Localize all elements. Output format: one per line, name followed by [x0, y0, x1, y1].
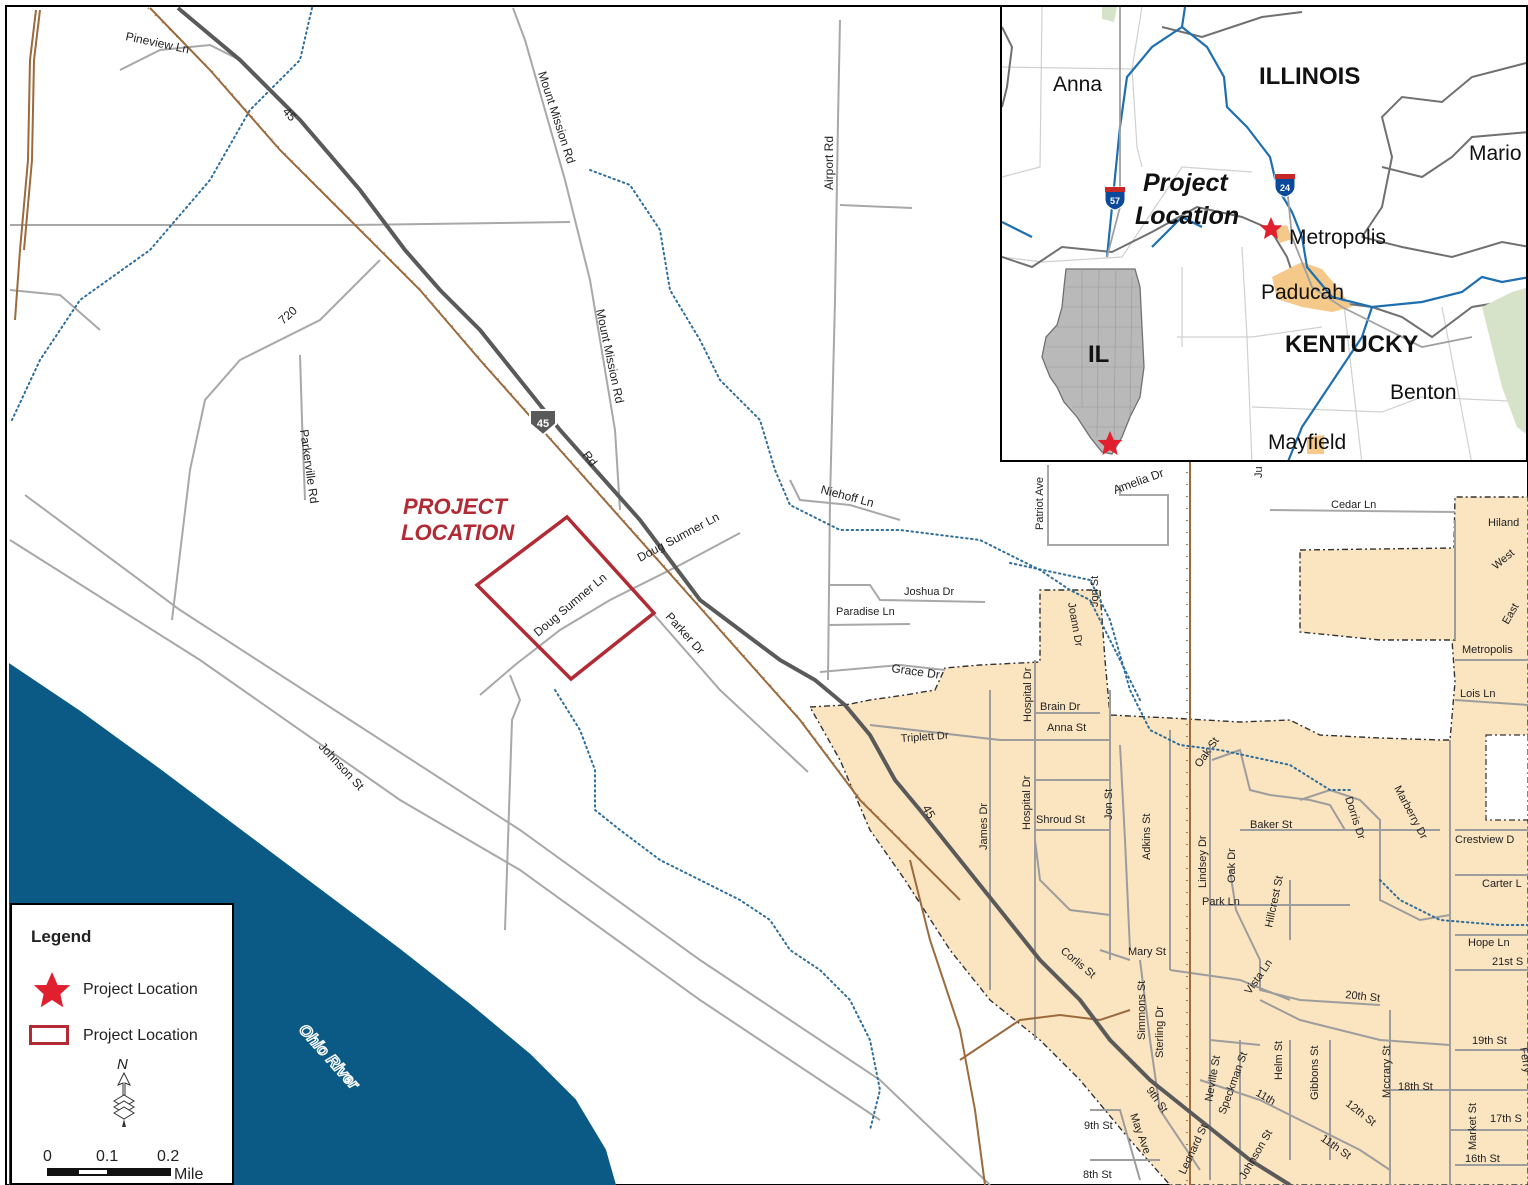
inset-label-project-line1: Project — [1143, 169, 1229, 197]
scale-tick-1: 0.1 — [96, 1148, 118, 1165]
label-19th-st: 19th St — [1472, 1035, 1507, 1047]
us-45-shield-number: 45 — [537, 418, 549, 430]
project-location-label-line2: LOCATION — [401, 520, 515, 545]
north-arrow-icon: N — [113, 1056, 135, 1127]
label-jon-st-2: Jon St — [1103, 789, 1115, 820]
legend-item-rectangle-label: Project Location — [83, 1027, 198, 1044]
streams — [11, 7, 1528, 1131]
label-lois-ln: Lois Ln — [1460, 688, 1495, 700]
scale-tick-2: 0.2 — [157, 1148, 179, 1165]
label-lindsey-dr: Lindsey Dr — [1197, 835, 1209, 888]
label-ju: Ju — [1253, 466, 1265, 478]
inset-label-illinois: ILLINOIS — [1259, 63, 1360, 90]
inset-map: 57 24 ILLINOIS KENTUCKY Anna Mario Proje… — [1000, 5, 1528, 462]
inset-green-area-2 — [1102, 7, 1117, 22]
inset-mayfield-urban — [1307, 435, 1324, 454]
label-grace-dr: Grace Dr — [891, 661, 941, 682]
inset-label-project-line2: Location — [1135, 202, 1239, 230]
label-helm-st: Helm St — [1273, 1041, 1285, 1080]
label-hope-ln: Hope Ln — [1468, 937, 1510, 949]
inset-label-metropolis: Metropolis — [1289, 226, 1386, 249]
illinois-state-outline — [1041, 268, 1145, 455]
inset-label-marion: Mario — [1469, 142, 1522, 165]
label-paradise-ln: Paradise Ln — [836, 606, 895, 618]
label-metropolis-st: Metropolis — [1462, 644, 1513, 656]
inset-green-area — [1482, 288, 1526, 434]
label-17th-st: 17th S — [1490, 1113, 1522, 1125]
project-location-boundary — [474, 514, 657, 682]
label-park-ln: Park Ln — [1202, 896, 1240, 908]
illinois-county-grid — [1044, 268, 1144, 448]
label-sterling-dr: Sterling Dr — [1154, 1006, 1166, 1058]
label-cedar-ln: Cedar Ln — [1331, 499, 1376, 511]
label-mary-st: Mary St — [1128, 946, 1166, 958]
urban-hole — [1485, 734, 1528, 821]
legend-rectangle-icon — [29, 1025, 69, 1045]
i-24-shield: 24 — [1274, 173, 1296, 198]
inset-label-kentucky: KENTUCKY — [1285, 331, 1418, 358]
scale-unit: Mile — [174, 1166, 203, 1183]
label-jon-st-1: Jon St — [1089, 576, 1101, 607]
inset-label-benton: Benton — [1390, 381, 1457, 404]
railroads — [14, 7, 1191, 1185]
label-hospital-dr-2: Hospital Dr — [1021, 775, 1033, 830]
label-gibbons-st: Gibbons St — [1309, 1046, 1321, 1100]
label-baker-st: Baker St — [1250, 819, 1292, 831]
hwy-label-45-south: 45 — [919, 803, 938, 822]
inset-label-mayfield: Mayfield — [1268, 431, 1346, 454]
inset-map-svg: 57 24 ILLINOIS KENTUCKY Anna Mario Proje… — [1002, 7, 1526, 460]
us-45-highway — [176, 6, 1292, 1185]
legend-item-star-label: Project Location — [83, 981, 198, 998]
inset-county-boundaries — [1002, 7, 1526, 460]
label-joshua-dr: Joshua Dr — [904, 586, 954, 598]
label-18th-st: 18th St — [1398, 1081, 1433, 1093]
town-streets — [869, 520, 1528, 1185]
label-triplett-dr: Triplett Dr — [900, 730, 949, 745]
label-9th-st-a: 9th St — [1084, 1120, 1113, 1132]
label-hiland: Hiland — [1488, 517, 1519, 529]
label-shroud-st: Shroud St — [1036, 814, 1085, 826]
us-45-shield: 45 — [529, 409, 557, 437]
label-hospital-dr-1: Hospital Dr — [1022, 667, 1034, 722]
label-20th-st: 20th St — [1345, 989, 1381, 1005]
project-location-label-line1: PROJECT — [403, 494, 508, 519]
inset-state-borders — [1002, 11, 1526, 339]
i-57-label: 57 — [1110, 196, 1120, 206]
inset-label-anna: Anna — [1053, 73, 1102, 96]
label-oak-dr: Oak Dr — [1226, 848, 1238, 883]
label-mccrary-st: Mccrary St — [1381, 1045, 1393, 1098]
label-patriot-ave: Patriot Ave — [1034, 477, 1046, 530]
label-16th-st: 16th St — [1465, 1153, 1500, 1165]
legend: Legend Project Location Project Location… — [10, 903, 234, 1185]
label-ferry: Ferry — [1517, 1046, 1528, 1074]
label-21st-st: 21st S — [1492, 956, 1523, 968]
legend-title: Legend — [31, 927, 92, 946]
scale-bar: 0 0.1 0.2 Mile — [43, 1148, 203, 1183]
i-24-label: 24 — [1280, 183, 1290, 193]
label-anna-st: Anna St — [1047, 722, 1086, 734]
label-carter-ln: Carter L — [1482, 878, 1522, 890]
inset-project-star — [1259, 217, 1283, 239]
inset-label-paducah: Paducah — [1261, 281, 1344, 304]
inset-label-il: IL — [1088, 341, 1109, 368]
legend-star-icon — [33, 972, 71, 1008]
label-james-dr: James Dr — [978, 803, 990, 850]
i-57-shield: 57 — [1104, 186, 1126, 211]
rural-roads — [9, 7, 1456, 1185]
label-brain-dr: Brain Dr — [1040, 701, 1081, 713]
scale-tick-0: 0 — [43, 1148, 52, 1165]
label-crestview-dr: Crestview D — [1455, 834, 1514, 846]
urban-area-east — [1299, 547, 1456, 641]
label-8th-st: 8th St — [1083, 1169, 1112, 1181]
illinois-project-star — [1097, 431, 1123, 455]
label-adkins-st: Adkins St — [1141, 814, 1153, 860]
label-market-st: Market St — [1467, 1103, 1479, 1150]
label-airport-rd: Airport Rd — [822, 136, 836, 190]
label-simmons-st: Simmons St — [1136, 981, 1148, 1040]
north-arrow-label: N — [117, 1056, 128, 1073]
